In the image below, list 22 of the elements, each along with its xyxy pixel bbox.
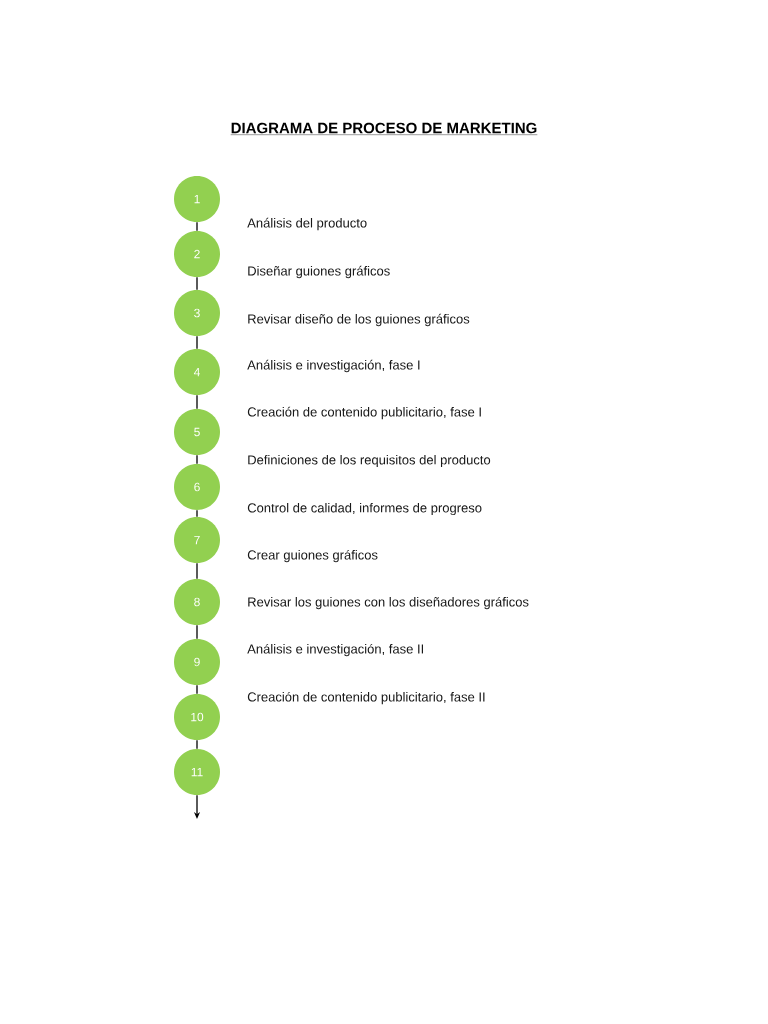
step-label: Crear guiones gráficos [247,549,378,563]
step-label: Revisar diseño de los guiones gráficos [248,313,470,327]
title: DIAGRAMA DE PROCESO DE MARKETING [230,122,538,135]
step-label: Creación de contenido publicitario, fase II [247,691,485,705]
connector-line [196,276,198,291]
step-label: Definiciones de los requisitos del producto [248,454,491,468]
step-label: Diseñar guiones gráficos [248,265,390,279]
connector-line [196,684,198,695]
step-label: Análisis e investigación, fase II [247,643,423,657]
connector-line [196,335,198,350]
step-label: Análisis del producto [247,217,367,231]
step-label: Análisis e investigación, fase I [247,359,420,373]
connector-line [196,739,198,750]
connector-line [196,221,198,232]
connector-line [196,624,198,640]
step-label: Control de calidad, informes de progreso [247,502,482,516]
connector-line [196,394,198,410]
connector-line [196,454,198,465]
connector-line [196,509,198,518]
step-label: Revisar los guiones con los diseñadores gráficos [248,596,529,610]
step-label: Creación de contenido publicitario, fase I [247,406,481,420]
connector-line [196,562,198,580]
